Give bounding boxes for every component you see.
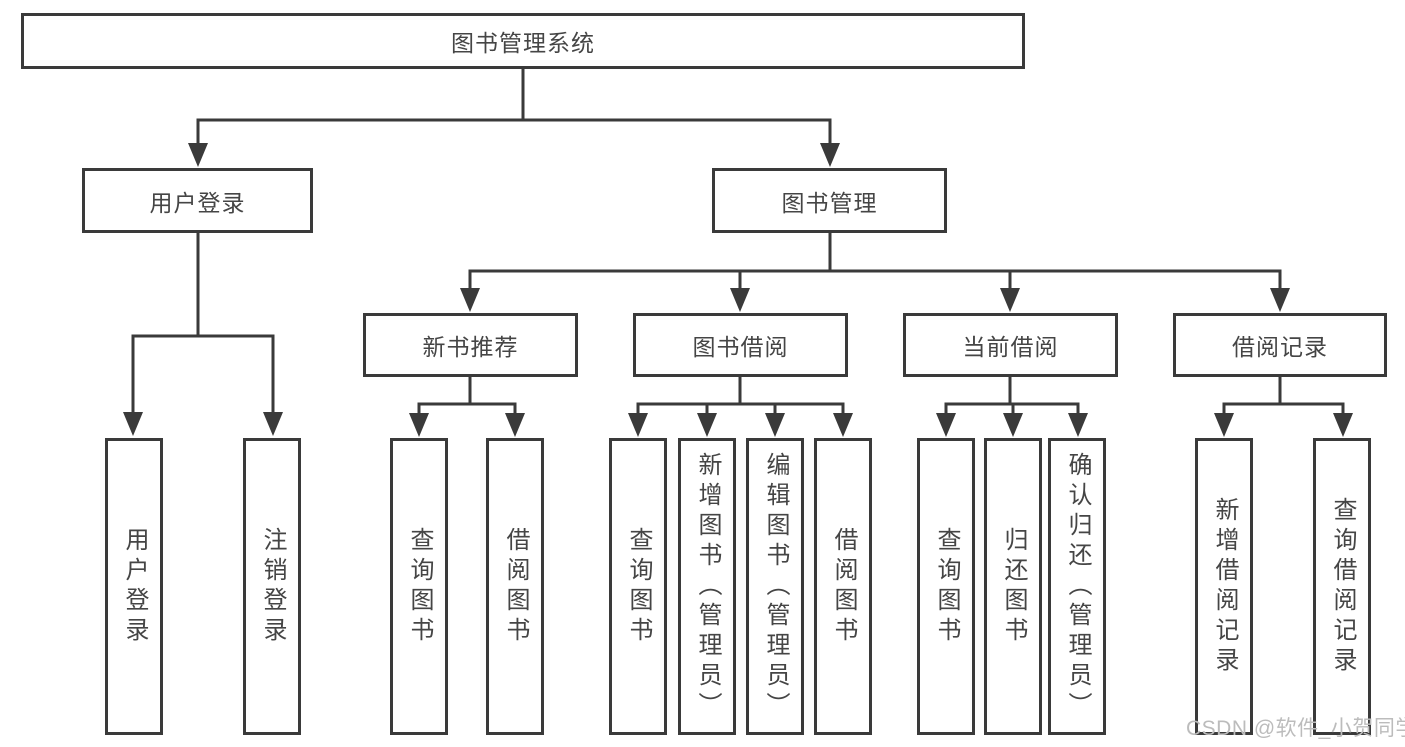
arrowhead	[765, 413, 785, 437]
arrowhead	[263, 412, 283, 436]
connector-current-to-leaves	[944, 377, 1080, 417]
arrowhead	[409, 413, 429, 437]
connector-login-to-leaves	[131, 233, 275, 416]
node-label: 确认归还（管理员）	[1064, 451, 1091, 722]
leaf-logout: 注销登录	[243, 438, 301, 735]
node-label: 新增图书（管理员）	[694, 451, 721, 722]
node-book-borrow: 图书借阅	[633, 313, 848, 377]
arrowhead	[833, 413, 853, 437]
node-label: 图书管理	[781, 189, 878, 216]
arrowhead	[936, 413, 956, 437]
node-current-borrow: 当前借阅	[903, 313, 1118, 377]
arrowhead	[1003, 413, 1023, 437]
leaf-confirm-return-admin: 确认归还（管理员）	[1048, 438, 1106, 735]
connector-mgmt-to-level3	[468, 233, 1282, 292]
node-user-login-branch: 用户登录	[82, 168, 313, 233]
node-label: 编辑图书（管理员）	[762, 451, 789, 722]
arrowhead	[123, 412, 143, 436]
node-label: 用户登录	[121, 526, 148, 647]
connector-root-to-level2	[196, 69, 832, 149]
node-label: 借阅图书	[830, 526, 857, 647]
leaf-add-borrow-record: 新增借阅记录	[1195, 438, 1253, 735]
arrowhead	[820, 143, 840, 167]
leaf-edit-books-admin: 编辑图书（管理员）	[746, 438, 804, 735]
node-label: 当前借阅	[962, 334, 1059, 360]
csdn-watermark: CSDN @软件_小贺同学	[1186, 717, 1405, 740]
arrowhead	[1000, 288, 1020, 312]
arrowhead	[1214, 413, 1234, 437]
arrowhead	[730, 288, 750, 312]
node-label: 用户登录	[149, 189, 246, 216]
node-book-management-branch: 图书管理	[712, 168, 947, 233]
node-label: 新增借阅记录	[1211, 496, 1238, 677]
leaf-borrow-books: 借阅图书	[814, 438, 872, 735]
node-label: 借阅图书	[502, 526, 529, 647]
node-label: 归还图书	[1000, 526, 1027, 647]
arrowhead	[188, 143, 208, 167]
leaf-borrow-books: 借阅图书	[486, 438, 544, 735]
leaf-query-borrow-record: 查询借阅记录	[1313, 438, 1371, 735]
arrowhead	[697, 413, 717, 437]
node-label: 新书推荐	[422, 334, 519, 360]
arrowhead	[505, 413, 525, 437]
leaf-query-books: 查询图书	[609, 438, 667, 735]
leaf-user-login: 用户登录	[105, 438, 163, 735]
arrowhead	[628, 413, 648, 437]
arrowhead	[1068, 413, 1088, 437]
leaf-return-books: 归还图书	[984, 438, 1042, 735]
node-label: 查询图书	[933, 526, 960, 647]
node-label: 查询借阅记录	[1329, 496, 1356, 677]
node-label: 图书管理系统	[451, 30, 595, 56]
arrowhead	[460, 288, 480, 312]
node-borrow-records: 借阅记录	[1173, 313, 1387, 377]
node-label: 借阅记录	[1232, 334, 1328, 360]
connector-borrow-to-leaves	[636, 377, 845, 417]
node-label: 查询图书	[625, 526, 652, 647]
node-new-book-recommend: 新书推荐	[363, 313, 578, 377]
arrowhead	[1270, 288, 1290, 312]
node-label: 查询图书	[406, 526, 433, 647]
connector-newbook-to-leaves	[417, 377, 517, 417]
node-label: 注销登录	[259, 526, 286, 647]
arrowhead	[1333, 413, 1353, 437]
leaf-query-books: 查询图书	[917, 438, 975, 735]
leaf-query-books: 查询图书	[390, 438, 448, 735]
connector-records-to-leaves	[1222, 377, 1345, 417]
node-label: 图书借阅	[692, 334, 789, 360]
node-library-management-system: 图书管理系统	[21, 13, 1025, 69]
leaf-add-books-admin: 新增图书（管理员）	[678, 438, 736, 735]
